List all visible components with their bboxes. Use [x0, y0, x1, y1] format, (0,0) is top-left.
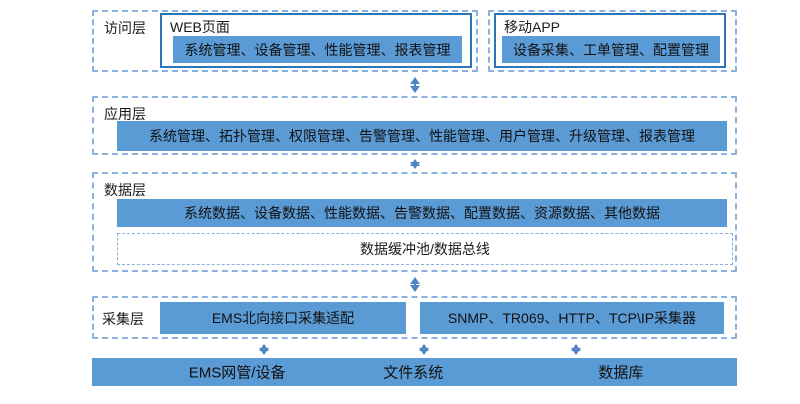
mobile-app-title: 移动APP — [504, 19, 561, 35]
resource-label-filesystem: 文件系统 — [383, 364, 444, 382]
resource-label-database: 数据库 — [598, 364, 644, 382]
data-bus-box: 数据缓冲池/数据总线 — [117, 233, 733, 265]
access-layer-label: 访问层 — [104, 20, 146, 36]
updown-arrow-icon — [571, 344, 581, 355]
web-page-title: WEB页面 — [170, 19, 230, 35]
updown-arrow-icon — [259, 344, 269, 355]
ems-adapter-bar: EMS北向接口采集适配 — [160, 302, 406, 334]
updown-arrow-icon — [410, 77, 420, 93]
web-page-box: WEB页面 系统管理、设备管理、性能管理、报表管理 — [160, 13, 472, 68]
collection-layer-panel: 采集层 EMS北向接口采集适配 SNMP、TR069、HTTP、TCP\IP采集… — [92, 296, 737, 339]
mobile-app-modules-bar: 设备采集、工单管理、配置管理 — [502, 36, 720, 63]
updown-arrow-icon — [419, 344, 429, 355]
web-page-modules-bar: 系统管理、设备管理、性能管理、报表管理 — [173, 36, 462, 63]
data-layer-panel: 数据层 系统数据、设备数据、性能数据、告警数据、配置数据、资源数据、其他数据 数… — [92, 172, 737, 272]
protocol-collectors-bar: SNMP、TR069、HTTP、TCP\IP采集器 — [420, 302, 724, 334]
data-layer-label: 数据层 — [104, 182, 146, 198]
resource-label-ems: EMS网管/设备 — [188, 364, 286, 382]
collection-layer-label: 采集层 — [102, 311, 144, 327]
data-modules-bar: 系统数据、设备数据、性能数据、告警数据、配置数据、资源数据、其他数据 — [117, 199, 727, 227]
updown-arrow-icon — [410, 277, 420, 292]
updown-arrow-icon — [410, 159, 420, 169]
application-layer-panel: 应用层 系统管理、拓扑管理、权限管理、告警管理、性能管理、用户管理、升级管理、报… — [92, 96, 737, 155]
mobile-app-box: 移动APP 设备采集、工单管理、配置管理 — [494, 13, 726, 68]
application-layer-label: 应用层 — [104, 106, 146, 122]
application-modules-bar: 系统管理、拓扑管理、权限管理、告警管理、性能管理、用户管理、升级管理、报表管理 — [117, 121, 727, 151]
bottom-resources-bar: EMS网管/设备 文件系统 数据库 — [92, 358, 737, 386]
